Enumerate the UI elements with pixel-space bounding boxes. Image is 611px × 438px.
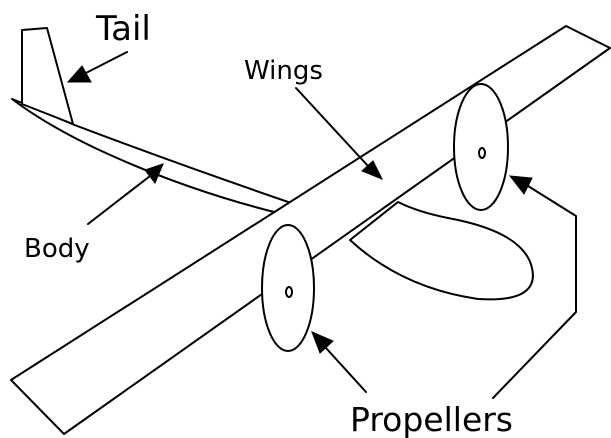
body-loop — [349, 201, 534, 301]
body-label: Body — [24, 234, 90, 264]
body-arrow-head — [144, 163, 164, 184]
wings-label: Wings — [244, 56, 323, 86]
main-wing — [10, 25, 611, 435]
tail-arrow-line — [83, 51, 128, 75]
wings-arrow-head — [361, 160, 384, 180]
wings-arrow-line — [295, 87, 369, 167]
tail-label: Tail — [95, 9, 151, 49]
propellers-label: Propellers — [350, 400, 513, 438]
propellers-arrow-right-head — [508, 175, 533, 195]
tail-fin — [21, 27, 74, 125]
propellers-arrow-right-line — [492, 185, 577, 399]
propellers-arrow-left-line — [325, 347, 367, 393]
right-propeller — [453, 83, 509, 211]
left-propeller-hub — [285, 286, 293, 298]
tail-arrow-head — [66, 65, 92, 83]
right-propeller-hub — [478, 147, 486, 159]
body-arrow-line — [87, 175, 151, 225]
propellers-arrow-left-head — [311, 331, 334, 354]
